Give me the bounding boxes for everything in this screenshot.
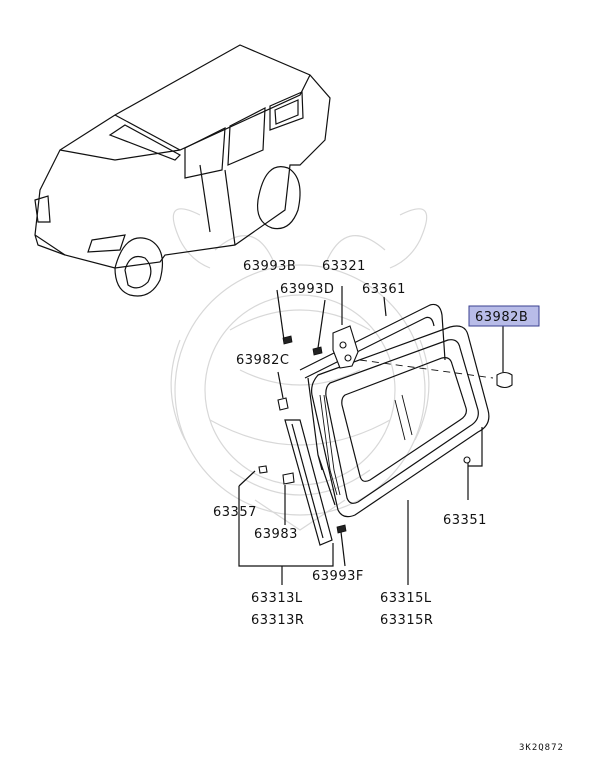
hinge-bracket [332, 286, 359, 369]
watermark-emblem [170, 208, 430, 531]
label-63351: 63351 [443, 513, 487, 528]
leader-lines [238, 296, 409, 585]
label-63361: 63361 [362, 282, 406, 297]
label-63982B[interactable]: 63982B [475, 310, 528, 325]
label-63983: 63983 [254, 527, 298, 542]
label-63315L: 63315L [380, 591, 432, 606]
side-moulding [284, 419, 333, 546]
label-63982C: 63982C [236, 353, 289, 368]
label-63313L: 63313L [251, 591, 303, 606]
label-63993F: 63993F [312, 569, 364, 584]
label-63993D: 63993D [280, 282, 334, 297]
label-63315R: 63315R [380, 613, 433, 628]
reference-code: 3K2Q872 [519, 743, 564, 753]
label-63357: 63357 [213, 505, 257, 520]
fasteners [258, 289, 513, 567]
vehicle-illustration [34, 44, 331, 297]
quarter-glass-assembly [299, 303, 494, 518]
label-63321: 63321 [322, 259, 366, 274]
highlight-box-63982B [468, 305, 540, 327]
label-63993B: 63993B [243, 259, 296, 274]
label-63313R: 63313R [251, 613, 304, 628]
